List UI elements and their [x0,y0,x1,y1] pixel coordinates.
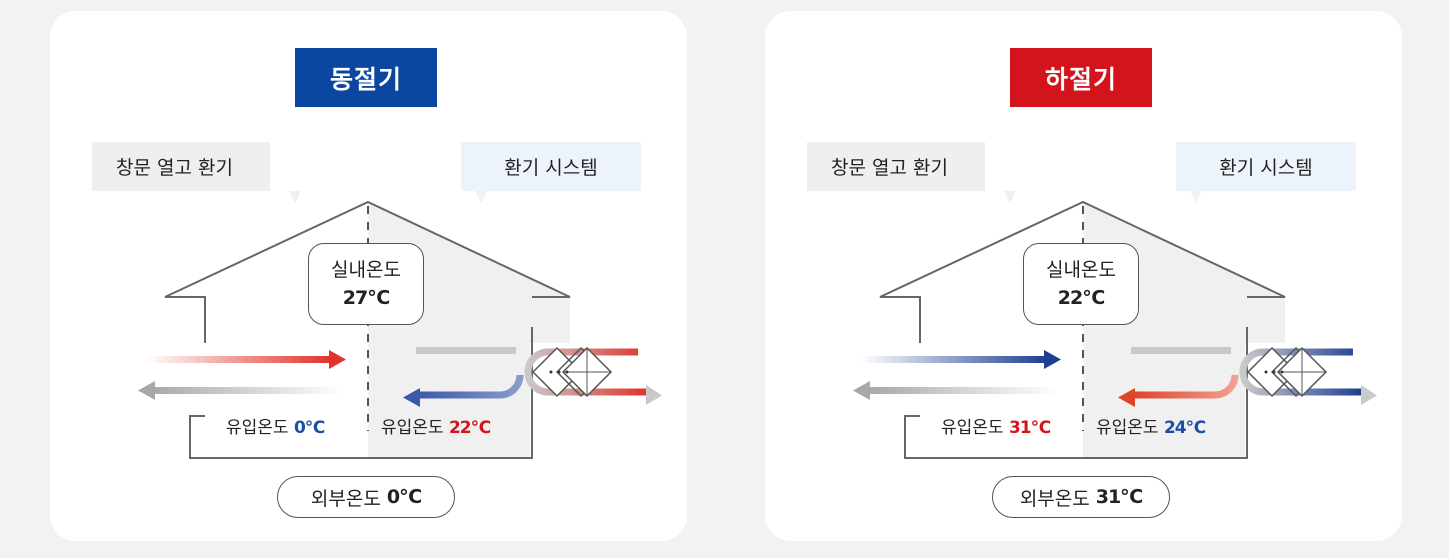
indoor-temperature-value: 27℃ [342,287,390,309]
inflow-value: 31℃ [1008,418,1051,438]
gray-air-outflow-arrow [868,387,1058,394]
season-title: 하절기 [1010,48,1152,107]
outdoor-temperature-box: 외부온도 0℃ [277,476,455,518]
ventilation-system-label: 환기 시스템 [1219,157,1313,179]
ventilation-system-bubble: 환기 시스템 [461,142,641,203]
house-base-outline [189,327,533,459]
gray-air-outflow-arrow [153,387,343,394]
inflow-label: 유입온도 [1096,418,1159,438]
window-ventilation-label: 창문 열고 환기 [116,157,233,179]
outdoor-temperature-value: 31℃ [1095,486,1143,508]
warm-air-inflow-arrow [146,356,331,363]
house-outline [879,200,1286,343]
heat-exchanger-icon [1246,346,1328,398]
inflow-label: 유입온도 [381,418,444,438]
ventilation-system-label: 환기 시스템 [504,157,598,179]
hot-air-inflow-arrow [861,356,1046,363]
indoor-temperature-value: 22℃ [1057,287,1105,309]
system-inflow-temperature: 유입온도 24℃ [1096,413,1206,438]
system-supply-arrow [1133,374,1239,399]
summer-panel: 하절기 창문 열고 환기 환기 시스템 [765,11,1402,541]
system-exhaust-loop [524,348,647,396]
inflow-value: 22℃ [448,418,491,438]
window-inflow-temperature: 유입온도 31℃ [941,413,1051,438]
inflow-label: 유입온도 [226,418,289,438]
indoor-temperature-box: 실내온도 22℃ [1023,243,1139,325]
system-exhaust-loop [1239,348,1362,396]
system-indoor-return-arrow [416,347,516,354]
system-indoor-return-arrow [1131,347,1231,354]
outdoor-temperature-label: 외부온도 [310,487,381,510]
window-ventilation-bubble: 창문 열고 환기 [92,142,301,203]
season-title: 동절기 [295,48,437,107]
outdoor-temperature-label: 외부온도 [1019,487,1090,510]
outdoor-temperature-box: 외부온도 31℃ [992,476,1170,518]
indoor-temperature-box: 실내온도 27℃ [308,243,424,325]
indoor-temperature-label: 실내온도 [331,259,401,281]
indoor-temperature-label: 실내온도 [1046,259,1116,281]
window-ventilation-label: 창문 열고 환기 [831,157,948,179]
winter-panel: 동절기 창문 열고 환기 환기 시스템 [50,11,687,541]
window-inflow-temperature: 유입온도 0℃ [226,413,325,438]
outdoor-temperature-value: 0℃ [386,486,422,508]
system-inflow-temperature: 유입온도 22℃ [381,413,491,438]
house-base-outline [904,327,1248,459]
ventilation-system-bubble: 환기 시스템 [1176,142,1356,203]
inflow-label: 유입온도 [941,418,1004,438]
window-ventilation-bubble: 창문 열고 환기 [807,142,1016,203]
system-supply-arrow [418,374,524,399]
inflow-value: 0℃ [293,418,325,438]
inflow-value: 24℃ [1163,418,1206,438]
heat-exchanger-icon [531,346,613,398]
